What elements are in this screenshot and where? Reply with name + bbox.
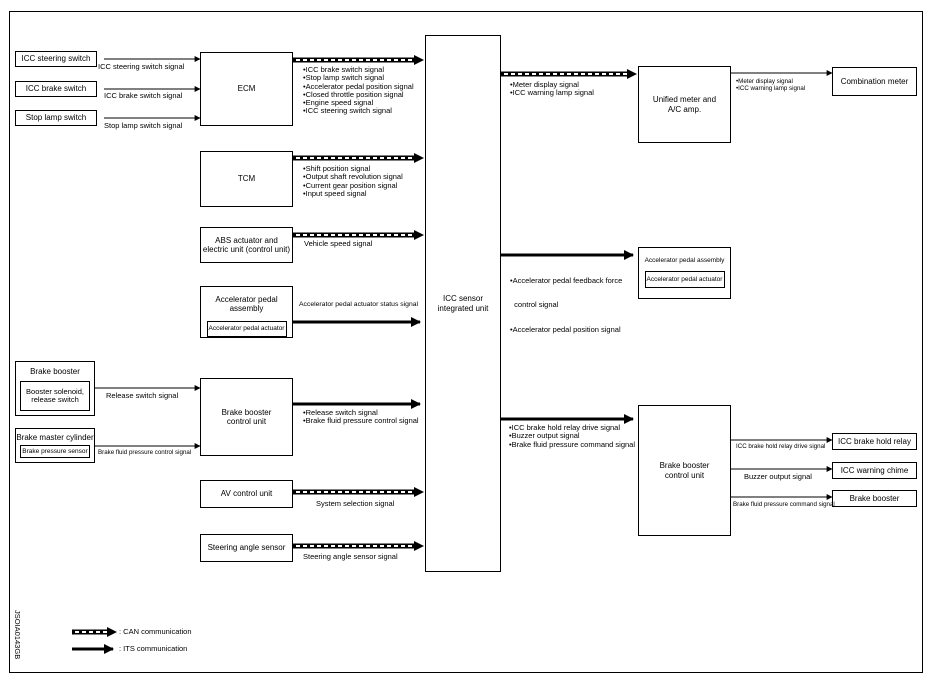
accelerator-feedback-signal-item: control signal [510, 300, 559, 310]
legend-glyphs [72, 627, 117, 654]
icc-brake-switch: ICC brake switch [15, 81, 97, 97]
unified-meter-ac-amp: Unified meter and A/C amp. [638, 66, 731, 143]
booster-signal-item: •Brake fluid pressure control signal [303, 416, 419, 426]
accelerator-pedal-assembly-right: Accelerator pedal assembly Accelerator p… [638, 247, 731, 299]
accelerator-feedback-signal-item: •Accelerator pedal position signal [510, 325, 621, 334]
ecm-signal-item: •Accelerator pedal position signal [303, 81, 414, 91]
release-switch-signal: Release switch signal [106, 391, 179, 400]
brake-booster-control-unit-left: Brake booster control unit [200, 378, 293, 456]
brake-booster-title: Brake booster [30, 367, 80, 376]
brake-pressure-sensor: Brake pressure sensor [20, 445, 90, 459]
stop-lamp-switch: Stop lamp switch [15, 110, 97, 126]
icc-warning-chime: ICC warning chime [832, 462, 917, 479]
icc-steering-switch-signal: ICC steering switch signal [98, 62, 185, 71]
combination-signal-item: •Meter display signal [736, 78, 793, 85]
accelerator-pedal-assembly-title: Accelerator pedal assembly [215, 295, 278, 314]
figure-code: JSOIA0143GB [13, 610, 22, 660]
legend-its: : ITS communication [119, 644, 188, 653]
can-arrows [293, 55, 637, 551]
booster-signal-item: •Release switch signal [303, 408, 378, 417]
tcm-signal-item: •Input speed signal [303, 188, 367, 198]
legend-can: : CAN communication [119, 627, 192, 636]
ecm-unit: ECM [200, 52, 293, 126]
icc-brake-hold-relay-drive-signal: ICC brake hold relay drive signal [736, 443, 826, 450]
icc-brake-signal-item: •ICC brake hold relay drive signal [509, 423, 621, 432]
meter-signal-list: •Meter display signal •ICC warning lamp … [510, 80, 594, 98]
av-control-unit: AV control unit [200, 480, 293, 508]
ecm-signal-list: •ICC brake switch signal •Stop lamp swit… [303, 65, 414, 116]
accelerator-pedal-actuator-left: Accelerator pedal actuator [206, 321, 287, 337]
ecm-signal-item: •Closed throttle position signal [303, 89, 404, 99]
accelerator-feedback-signal-list: •Accelerator pedal feedback force contro… [510, 260, 622, 343]
tcm-signal-item: •Shift position signal [303, 164, 371, 173]
brake-booster-control-unit-right: Brake booster control unit [638, 405, 731, 536]
icc-sensor-integrated-unit: ICC sensor integrated unit [425, 35, 501, 572]
combination-signal-list: •Meter display signal •ICC warning lamp … [736, 78, 806, 93]
steering-angle-sensor: Steering angle sensor [200, 534, 293, 562]
diagram-frame [9, 11, 923, 673]
steering-angle-sensor-signal: Steering angle sensor signal [303, 552, 398, 561]
brake-booster-output: Brake booster [832, 490, 917, 507]
icc-brake-hold-relay: ICC brake hold relay [832, 433, 917, 450]
booster-signal-list: •Release switch signal •Brake fluid pres… [303, 408, 419, 426]
combination-signal-item: •ICC warning lamp signal [736, 84, 806, 92]
tcm-signal-item: •Current gear position signal [303, 180, 398, 190]
vehicle-speed-signal: Vehicle speed signal [304, 239, 373, 248]
abs-actuator-unit: ABS actuator and electric unit (control … [200, 227, 293, 263]
accelerator-feedback-signal-item: •Accelerator pedal feedback force [510, 275, 623, 285]
ecm-signal-item: •ICC steering switch signal [303, 106, 392, 116]
system-selection-signal: System selection signal [316, 499, 395, 508]
ecm-signal-item: •ICC brake switch signal [303, 65, 384, 74]
tcm-signal-item: •Output shaft revolution signal [303, 172, 403, 182]
meter-signal-item: •Meter display signal [510, 80, 579, 89]
icc-brake-switch-signal: ICC brake switch signal [104, 91, 183, 100]
its-arrows [293, 250, 634, 424]
stop-lamp-switch-signal: Stop lamp switch signal [104, 121, 183, 130]
icc-brake-signal-item: •Brake fluid pressure command signal [509, 439, 636, 449]
combination-meter: Combination meter [832, 67, 917, 96]
buzzer-output-signal: Buzzer output signal [744, 472, 812, 481]
booster-solenoid: Booster solenoid, release switch [20, 381, 90, 412]
ecm-signal-item: •Stop lamp switch signal [303, 73, 384, 83]
icc-brake-signal-list: •ICC brake hold relay drive signal •Buzz… [509, 423, 636, 449]
icc-steering-switch: ICC steering switch [15, 51, 97, 67]
meter-signal-item: •ICC warning lamp signal [510, 88, 594, 98]
ecm-signal-item: •Engine speed signal [303, 98, 374, 107]
tcm-unit: TCM [200, 151, 293, 207]
accelerator-pedal-assembly-left: Accelerator pedal assembly Accelerator p… [200, 286, 293, 338]
brake-fluid-pressure-command-signal: Brake fluid pressure command signal [733, 501, 835, 508]
thin-arrows [95, 56, 833, 500]
tcm-signal-list: •Shift position signal •Output shaft rev… [303, 164, 403, 198]
brake-fluid-pressure-control-signal: Brake fluid pressure control signal [98, 449, 192, 456]
accelerator-pedal-actuator-status-signal: Accelerator pedal actuator status signal [299, 301, 419, 308]
icc-brake-signal-item: •Buzzer output signal [509, 431, 580, 441]
brake-master-cylinder-title: Brake master cylinder [16, 433, 94, 442]
brake-booster-input: Brake booster Booster solenoid, release … [15, 361, 95, 416]
accelerator-pedal-assembly-right-title: Accelerator pedal assembly [644, 257, 725, 264]
brake-master-cylinder: Brake master cylinder Brake pressure sen… [15, 428, 95, 463]
accelerator-pedal-actuator-right: Accelerator pedal actuator [644, 271, 725, 289]
